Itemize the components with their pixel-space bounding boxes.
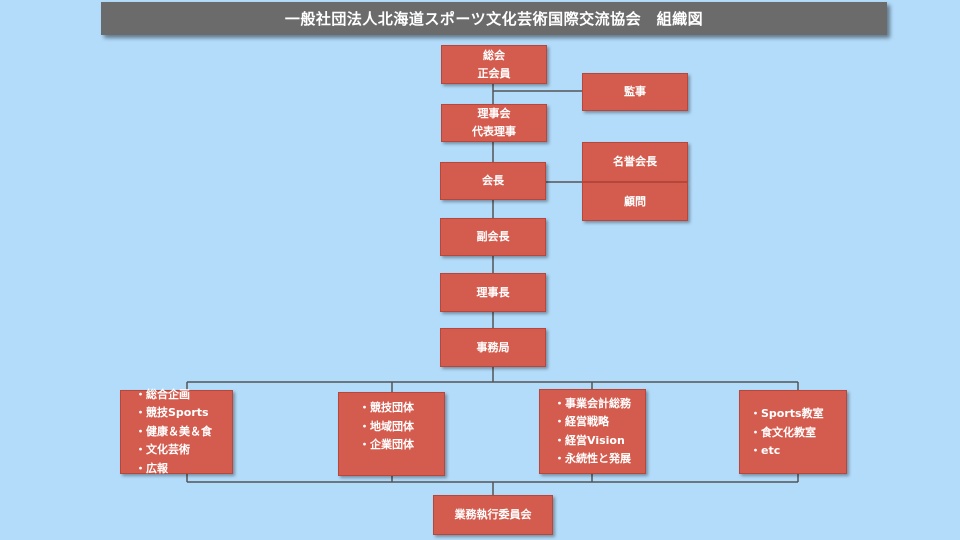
board-box: 理事会 代表理事 — [441, 104, 547, 142]
chair-director-box: 理事長 — [440, 273, 546, 312]
executive-committee-label: 業務執行委員会 — [454, 508, 532, 521]
department-item: 競技団体 — [359, 399, 414, 418]
department-item: 経営戦略 — [554, 413, 609, 432]
honorary-president-label: 名誉会長 — [613, 155, 657, 168]
general-meeting-box: 総会 正会員 — [441, 45, 547, 84]
advisor-label: 顧問 — [624, 194, 646, 208]
department-item: Sports教室 — [750, 405, 824, 424]
department-box-4: Sports教室 食文化教室 etc — [739, 390, 847, 474]
chair-director-label: 理事長 — [476, 285, 510, 299]
general-meeting-label: 総会 — [483, 48, 505, 62]
department-item: 総合企画 — [135, 386, 190, 405]
secretariat-label: 事務局 — [476, 340, 510, 354]
vice-president-label: 副会長 — [476, 230, 510, 243]
department-item: 競技Sports — [135, 404, 209, 423]
auditor-box: 監事 — [582, 73, 688, 111]
president-label: 会長 — [482, 174, 504, 187]
board-label: 理事会 — [477, 107, 511, 120]
department-item: 地域団体 — [359, 418, 414, 437]
department-item: 永続性と発展 — [554, 450, 631, 469]
executive-committee-box: 業務執行委員会 — [433, 495, 553, 535]
page-title: 一般社団法人北海道スポーツ文化芸術国際交流協会 組織図 — [101, 2, 887, 35]
auditor-label: 監事 — [624, 85, 646, 98]
department-box-2: 競技団体 地域団体 企業団体 — [338, 392, 445, 476]
department-item: 文化芸術 — [135, 441, 190, 460]
department-item: 経営Vision — [554, 432, 625, 451]
department-item: 企業団体 — [359, 436, 414, 455]
department-item: 食文化教室 — [750, 424, 816, 443]
president-box: 会長 — [440, 162, 546, 200]
department-box-1: 総合企画 競技Sports 健康＆美＆食 文化芸術 広報 — [120, 388, 233, 475]
representative-director-label: 代表理事 — [472, 125, 516, 138]
department-item: 事業会計総務 — [554, 395, 631, 414]
advisor-box: 顧問 — [582, 182, 688, 221]
full-members-label: 正会員 — [477, 66, 511, 80]
secretariat-box: 事務局 — [440, 328, 546, 367]
department-item: 健康＆美＆食 — [135, 423, 212, 442]
vice-president-box: 副会長 — [440, 218, 546, 256]
honorary-president-box: 名誉会長 — [582, 142, 688, 182]
department-item: etc — [750, 442, 780, 461]
department-item: 広報 — [135, 460, 168, 479]
department-box-3: 事業会計総務 経営戦略 経営Vision 永続性と発展 — [539, 389, 646, 474]
